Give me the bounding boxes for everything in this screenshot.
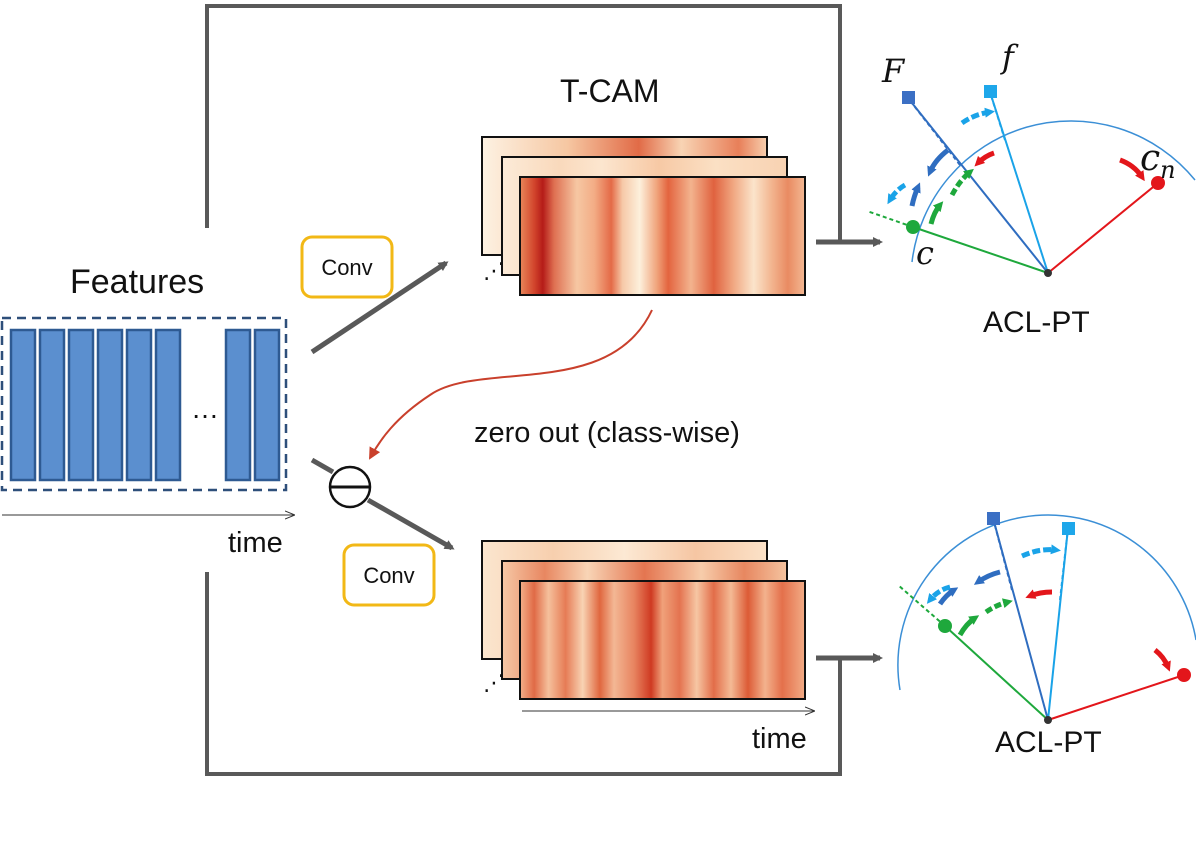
- features-block: …: [0, 316, 288, 492]
- heatmap-front: [519, 176, 806, 296]
- darkblue-arrow-1: [973, 569, 1001, 585]
- f-vector: [989, 91, 1049, 274]
- time-label-left: time: [228, 527, 283, 559]
- red-arrow-c: [974, 150, 995, 167]
- feature-bar: [38, 328, 66, 482]
- cn-point: [1151, 176, 1165, 190]
- f-vector: [1047, 527, 1069, 721]
- F-label: F: [881, 52, 906, 90]
- features-dashed-box: [0, 316, 288, 492]
- darkblue-arrow-2: [909, 182, 921, 207]
- lightblue-arrow-2: [887, 182, 907, 205]
- stack-dots-top: ⋰: [483, 258, 505, 283]
- tcam-label: T-CAM: [560, 73, 660, 109]
- F-vector: [907, 97, 1049, 274]
- aclpt-label-top: ACL-PT: [983, 306, 1090, 339]
- F-vector: [992, 517, 1049, 721]
- subtract-operator: [328, 465, 372, 509]
- darkblue-arrow-1: [927, 148, 950, 177]
- green-arrow-2: [984, 598, 1013, 615]
- F-dashed: [907, 97, 961, 166]
- center-dot: [1044, 269, 1052, 277]
- tcam-stack-bottom: ⋰: [481, 540, 806, 700]
- bottom-loop-line: [205, 572, 842, 776]
- c-point: [938, 619, 952, 633]
- feature-bar: [154, 328, 182, 482]
- darkblue-arrow-2: [937, 587, 959, 606]
- green-dashed-extension: [897, 584, 946, 627]
- red-vector: [1047, 674, 1185, 721]
- stack-dots-bottom: ⋰: [483, 670, 505, 695]
- f-marker: [984, 85, 997, 98]
- f-dashed: [1059, 527, 1069, 601]
- F-marker: [987, 512, 1000, 525]
- aclpt-diagram-bottom: ACL-PT: [897, 512, 1196, 759]
- conv-label-bottom: Conv: [363, 563, 414, 588]
- conv-box-top: [300, 235, 394, 299]
- feature-bar: [67, 328, 95, 482]
- feature-bar: [125, 328, 153, 482]
- F-dashed: [992, 517, 1013, 591]
- red-vector: [1047, 182, 1159, 274]
- f-dashed: [989, 91, 1006, 141]
- c-label: c: [916, 234, 934, 272]
- F-marker: [902, 91, 915, 104]
- tcam-stack-top: ⋰: [481, 136, 806, 296]
- green-arrow-1: [957, 615, 980, 637]
- green-dashed-extension: [866, 210, 914, 228]
- f-label: f: [1000, 38, 1019, 76]
- green-vector: [912, 226, 1049, 274]
- conv-label-top: Conv: [321, 255, 372, 280]
- red-arrow-c: [1025, 589, 1053, 599]
- c-point: [906, 220, 920, 234]
- lightblue-arrow-1: [1020, 544, 1061, 559]
- green-vector: [944, 625, 1049, 721]
- arrow-to-bottom-maps: [366, 497, 455, 551]
- zero-out-arrow: [369, 309, 653, 460]
- top-loop-line: [205, 4, 842, 240]
- red-arrow-cn: [1119, 157, 1145, 182]
- red-arrow-cn: [1153, 648, 1171, 672]
- zero-out-label: zero out (class-wise): [474, 417, 740, 449]
- arrow-to-tcam: [310, 260, 449, 355]
- aclpt-diagram-top: F f c cn ACL-PT: [866, 38, 1196, 339]
- aclpt-label-bottom: ACL-PT: [995, 726, 1102, 759]
- feature-bar: [96, 328, 124, 482]
- conv-box-bottom: [342, 543, 436, 607]
- lightblue-arrow-1: [960, 107, 995, 126]
- f-marker: [1062, 522, 1075, 535]
- cn-label: cn: [1140, 138, 1176, 184]
- lightblue-arrow-2: [926, 584, 951, 604]
- feature-bar: [253, 328, 281, 482]
- green-arrow-2: [949, 168, 974, 197]
- feature-bar: [9, 328, 37, 482]
- green-arrow-1: [928, 201, 944, 225]
- time-label-bottom: time: [752, 723, 807, 755]
- features-label: Features: [70, 263, 204, 301]
- heatmap-front: [519, 580, 806, 700]
- unit-circle-arc: [897, 514, 1196, 691]
- feature-bar: [224, 328, 252, 482]
- center-dot: [1044, 716, 1052, 724]
- arrow-to-minus: [310, 457, 335, 475]
- cn-point: [1177, 668, 1191, 682]
- unit-circle-arc: [911, 120, 1196, 263]
- features-ellipsis: …: [191, 393, 219, 424]
